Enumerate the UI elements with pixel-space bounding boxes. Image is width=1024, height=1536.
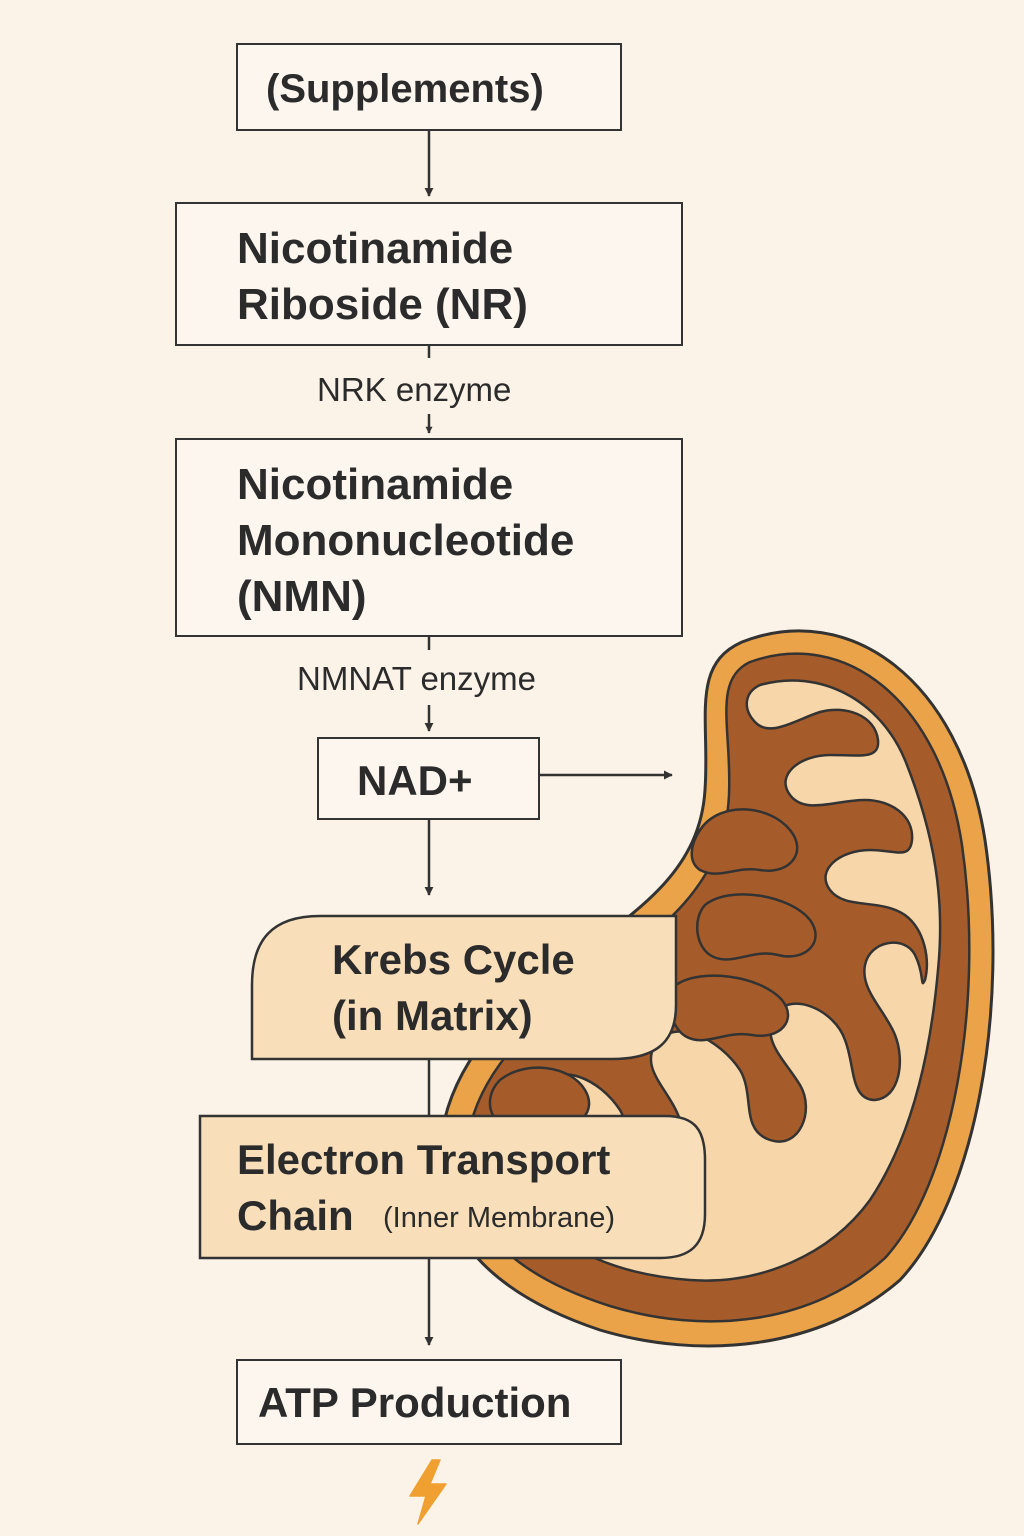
krebs-cycle-node: Krebs Cycle (in Matrix) bbox=[252, 916, 676, 1059]
etc-label-line1: Electron Transport bbox=[237, 1136, 611, 1183]
mitochondrion-crista-3 bbox=[668, 974, 790, 1042]
nad-node: NAD+ bbox=[317, 737, 540, 820]
supplements-label: (Supplements) bbox=[266, 67, 544, 111]
nr-node: Nicotinamide Riboside (NR) bbox=[175, 202, 683, 346]
nad-label: NAD+ bbox=[357, 757, 473, 804]
nr-label-line1: Nicotinamide bbox=[237, 224, 514, 273]
mitochondrion-crista-1 bbox=[690, 808, 799, 875]
etc-node: Electron Transport Chain (Inner Membrane… bbox=[200, 1116, 705, 1258]
nmn-label-line3: (NMN) bbox=[237, 572, 367, 621]
mitochondrion-crista-2 bbox=[696, 893, 817, 961]
atp-label: ATP Production bbox=[258, 1379, 572, 1426]
nr-label-line2: Riboside (NR) bbox=[237, 280, 528, 329]
krebs-label-line2: (in Matrix) bbox=[332, 992, 533, 1039]
krebs-label-line1: Krebs Cycle bbox=[332, 936, 575, 983]
krebs-cycle-shape bbox=[250, 914, 678, 1061]
etc-shape bbox=[198, 1114, 707, 1260]
connectors bbox=[424, 131, 673, 1346]
nmn-label-line2: Mononucleotide bbox=[237, 516, 575, 565]
etc-label-line2-main: Chain bbox=[237, 1192, 354, 1239]
lightning-bolt-icon bbox=[409, 1459, 447, 1525]
supplements-node: (Supplements) bbox=[236, 43, 622, 131]
nmn-label-line1: Nicotinamide bbox=[237, 460, 514, 509]
etc-label-line2-sub: (Inner Membrane) bbox=[383, 1202, 616, 1234]
nrk-enzyme-label: NRK enzyme bbox=[317, 371, 512, 408]
atp-node: ATP Production bbox=[236, 1359, 622, 1445]
nmnat-enzyme-label: NMNAT enzyme bbox=[297, 660, 536, 697]
nmn-node: Nicotinamide Mononucleotide (NMN) bbox=[175, 438, 683, 637]
